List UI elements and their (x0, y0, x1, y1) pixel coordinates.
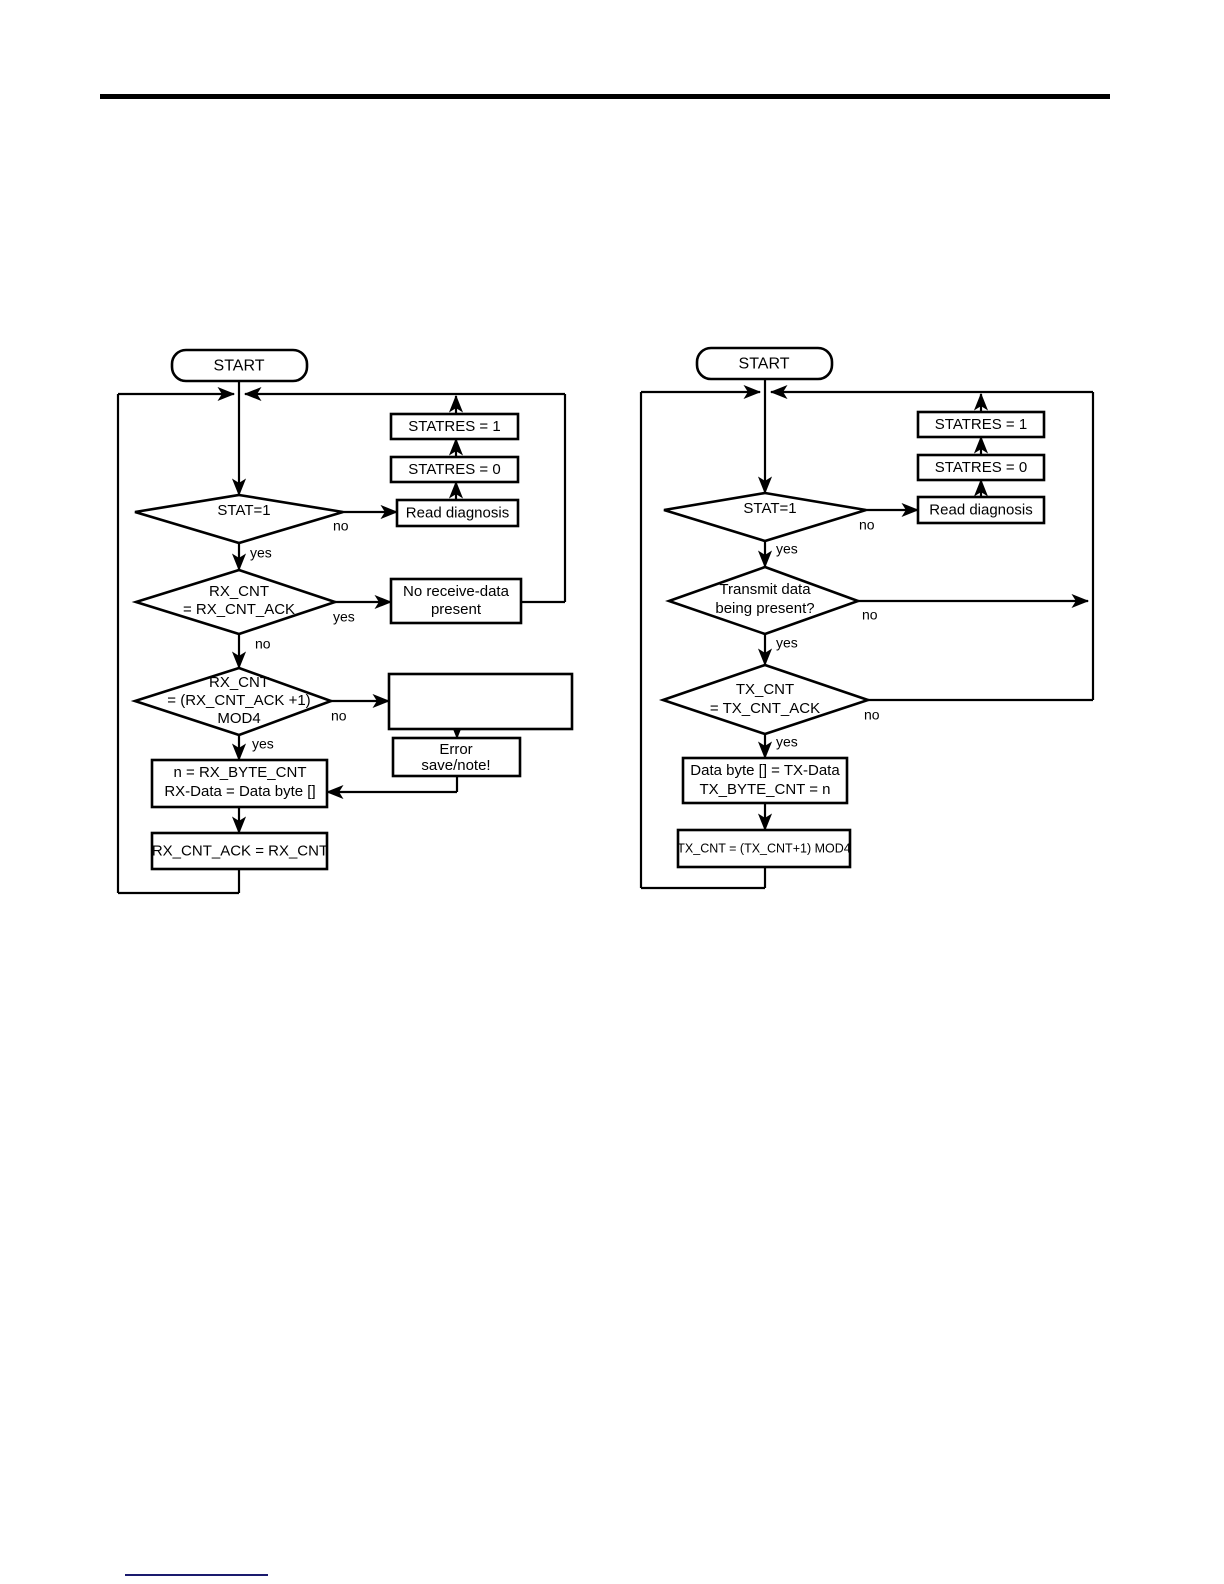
transmit-assign-txcnt: TX_CNT = (TX_CNT+1) MOD4 (676, 828, 852, 869)
receive-no-data-box: No receive-data present (389, 577, 523, 625)
decision-rxcnt-ack-shape (131, 568, 340, 636)
footnote-separator-rule (125, 1574, 268, 1576)
assign-n-label-1: n = RX_BYTE_CNT (174, 764, 307, 781)
receive-decision-stat: STAT=1 (134, 493, 344, 545)
tx-decision-present-label-1: Transmit data (719, 581, 811, 598)
edge-label-rxcnt-mod-yes: yes (252, 736, 274, 752)
tx-statres1-label: STATRES = 1 (935, 416, 1027, 433)
transmit-decision-present: Transmit data being present? (665, 565, 862, 636)
tx-decision-present-shape (665, 565, 862, 636)
receive-assign-box: n = RX_BYTE_CNT RX-Data = Data byte [] (150, 758, 329, 809)
transmit-decision-txcnt: TX_CNT = TX_CNT_ACK (658, 663, 873, 736)
transmit-read-diagnosis: Read diagnosis (916, 495, 1046, 525)
tx-start-shape (695, 346, 834, 381)
receive-error-box: Error save/note! (391, 736, 522, 778)
assign-n-shape (150, 758, 329, 809)
tx-statres0-label: STATRES = 0 (935, 459, 1027, 476)
transmit-statres-1: STATRES = 1 (916, 410, 1046, 439)
decision-rxcnt-mod-label-1: RX_CNT (209, 674, 269, 691)
decision-rxcnt-ack-label-2: = RX_CNT_ACK (183, 601, 295, 618)
error-label-2: save/note! (421, 757, 490, 774)
tx-assign-txcnt-label: TX_CNT = (TX_CNT+1) MOD4 (677, 841, 850, 855)
edge-label-rxcnt-ack-no: no (255, 636, 271, 652)
receive-ack-box: RX_CNT_ACK = RX_CNT (150, 831, 329, 871)
receive-statres-1: STATRES = 1 (389, 412, 520, 441)
receive-statres-0: STATRES = 0 (389, 455, 520, 484)
transmit-decision-stat: STAT=1 (663, 491, 867, 543)
decision-rxcnt-mod-label-3: MOD4 (217, 710, 260, 727)
statres1-label: STATRES = 1 (408, 418, 500, 435)
empty-box-shape (387, 672, 574, 731)
tx-edge-label-stat-yes: yes (776, 541, 798, 557)
tx-assign-txcnt-shape (676, 828, 852, 869)
header-rule (100, 94, 1110, 99)
read-diagnosis-label: Read diagnosis (406, 504, 509, 521)
no-receive-data-shape (389, 577, 523, 625)
edge-label-rxcnt-ack-yes: yes (333, 609, 355, 625)
tx-assign-data-label-1: Data byte [] = TX-Data (690, 762, 840, 779)
transmit-assign-data: Data byte [] = TX-Data TX_BYTE_CNT = n (681, 756, 849, 805)
decision-stat-label: STAT=1 (217, 502, 270, 519)
receive-decision-rxcnt-ack: RX_CNT = RX_CNT_ACK (131, 568, 340, 636)
tx-edge-label-present-yes: yes (776, 635, 798, 651)
transmit-start-node: START (695, 346, 834, 381)
no-receive-data-label-1: No receive-data (403, 583, 510, 600)
receive-decision-rxcnt-mod: RX_CNT = (RX_CNT_ACK +1) MOD4 (130, 666, 335, 737)
statres0-label: STATRES = 0 (408, 461, 500, 478)
tx-decision-txcnt-shape (658, 663, 873, 736)
tx-read-diagnosis-shape (916, 495, 1046, 525)
receive-empty-box (387, 672, 574, 731)
assign-ack-label: RX_CNT_ACK = RX_CNT (152, 842, 328, 859)
statres0-shape (389, 455, 520, 484)
error-label-1: Error (439, 741, 472, 758)
tx-decision-present-label-2: being present? (715, 600, 814, 617)
receive-start-node: START (170, 348, 309, 383)
decision-stat-shape (134, 493, 344, 545)
read-diagnosis-shape (395, 498, 520, 528)
tx-edge-label-stat-no: no (859, 517, 875, 533)
tx-read-diagnosis-label: Read diagnosis (929, 501, 1032, 518)
tx-statres0-shape (916, 453, 1046, 482)
assign-n-label-2: RX-Data = Data byte [] (164, 783, 315, 800)
edge-label-rxcnt-mod-no: no (331, 708, 347, 724)
transmit-flowchart: START STAT=1 no yes Read diagnosis ST (639, 346, 1095, 890)
edge-label-stat-no: no (333, 518, 349, 534)
decision-rxcnt-mod-label-2: = (RX_CNT_ACK +1) (167, 692, 310, 709)
no-receive-data-label-2: present (431, 601, 482, 618)
transmit-statres-0: STATRES = 0 (916, 453, 1046, 482)
receive-read-diagnosis: Read diagnosis (395, 498, 520, 528)
decision-rxcnt-mod-shape (130, 666, 335, 737)
tx-edge-label-present-no: no (862, 607, 878, 623)
tx-statres1-shape (916, 410, 1046, 439)
tx-decision-stat-label: STAT=1 (743, 500, 796, 517)
error-shape (391, 736, 522, 778)
tx-edge-label-txcnt-no: no (864, 707, 880, 723)
start-label: START (214, 358, 265, 375)
tx-assign-data-shape (681, 756, 849, 805)
edge-label-stat-yes: yes (250, 545, 272, 561)
statres1-shape (389, 412, 520, 441)
start-shape (170, 348, 309, 383)
decision-rxcnt-ack-label-1: RX_CNT (209, 583, 269, 600)
transmit-connectors (639, 379, 1095, 890)
receive-flowchart: START STAT=1 no yes Read diagnosis ST (116, 348, 574, 895)
tx-edge-label-txcnt-yes: yes (776, 734, 798, 750)
tx-assign-data-label-2: TX_BYTE_CNT = n (699, 781, 830, 798)
tx-decision-stat-shape (663, 491, 867, 543)
receive-connectors (116, 381, 567, 895)
tx-start-label: START (739, 356, 790, 373)
tx-decision-txcnt-label-1: TX_CNT (736, 681, 794, 698)
assign-ack-shape (150, 831, 329, 871)
tx-decision-txcnt-label-2: = TX_CNT_ACK (710, 700, 820, 717)
